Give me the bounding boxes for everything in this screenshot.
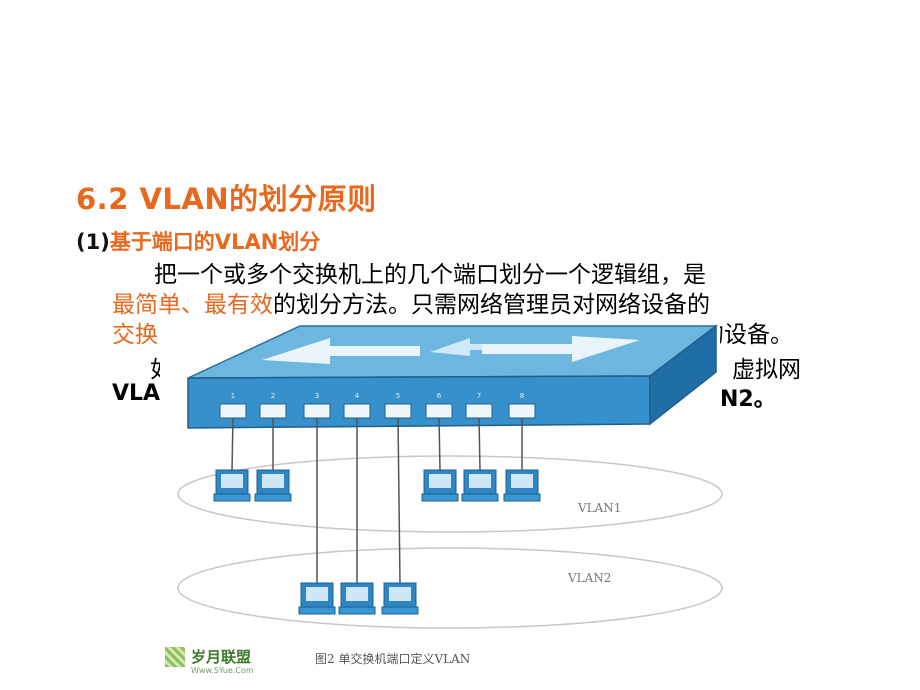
figure-caption: 图2 单交换机端口定义VLAN: [315, 652, 471, 666]
cable: [478, 417, 481, 471]
cable: [438, 417, 441, 471]
computer-icon: [381, 582, 419, 615]
port-number: 4: [355, 392, 360, 400]
computer-icon: [338, 582, 376, 615]
port-number: 3: [315, 392, 319, 400]
port-number: 6: [437, 392, 442, 400]
para-line-2: 最简单、最有效的划分方法。只需网络管理员对网络设备的: [112, 290, 872, 320]
switch-port: [219, 403, 247, 419]
computer-icon: [503, 469, 541, 502]
para-line-5-start: VLA: [112, 381, 161, 406]
highlight-text-2: 交换: [112, 322, 158, 348]
cables: [231, 417, 523, 584]
switch-port: [425, 403, 453, 419]
para-line-3-rest: 接的设备。: [678, 322, 793, 348]
para-line-5-end: N2。: [720, 387, 776, 412]
subheading-number: (1): [76, 230, 110, 254]
subheading: (1)基于端口的VLAN划分: [76, 226, 320, 256]
computers: [213, 469, 541, 615]
computer-icon: [461, 469, 499, 502]
switch-port: [259, 403, 287, 419]
port-number: 5: [396, 392, 400, 400]
para-line-2-rest: 的划分方法。只需网络管理员对网络设备的: [273, 292, 710, 318]
switch-port: [508, 403, 536, 419]
para-line-3: 交换 接的设备。: [112, 320, 872, 350]
logo-url: Www.SYue.Com: [191, 666, 254, 675]
switch-front: [187, 375, 651, 429]
cable: [231, 417, 234, 471]
logo-name: 岁月联盟: [191, 648, 252, 666]
switch-port: [303, 403, 331, 419]
switch-port: [343, 403, 371, 419]
switch-ports: 1 2 3 4 5 6 7 8: [219, 392, 536, 419]
vlan1-label: VLAN1: [577, 501, 621, 515]
switch-port: [465, 403, 493, 419]
vlan2-label: VLAN2: [567, 571, 611, 585]
figure-background: [160, 318, 720, 688]
logo: 岁月联盟 Www.SYue.Com: [165, 646, 254, 675]
computer-icon: [254, 469, 292, 502]
port-number: 2: [271, 392, 275, 400]
para-line-1: 把一个或多个交换机上的几个端口划分一个逻辑组，是: [154, 262, 706, 288]
subheading-text: 基于端口的VLAN划分: [109, 230, 321, 254]
logo-icon: [165, 646, 185, 667]
para-line-4-start: 如: [150, 357, 173, 383]
port-number: 8: [520, 392, 524, 400]
highlight-text: 最简单、最有效: [112, 292, 273, 318]
slide-title: 6.2 VLAN的划分原则: [76, 182, 377, 216]
port-number: 7: [477, 392, 481, 400]
vlan2-boundary: [177, 547, 723, 629]
port-number: 1: [231, 392, 235, 400]
computer-icon: [213, 469, 251, 502]
computer-icon: [298, 582, 336, 615]
vlan1-boundary: [177, 455, 723, 533]
cable: [397, 417, 401, 584]
para-line-4-end: 虚拟网: [732, 357, 801, 383]
computer-icon: [421, 469, 459, 502]
switch-port: [384, 403, 412, 419]
body-paragraph: 把一个或多个交换机上的几个端口划分一个逻辑组，是 最简单、最有效的划分方法。只需…: [112, 260, 872, 350]
